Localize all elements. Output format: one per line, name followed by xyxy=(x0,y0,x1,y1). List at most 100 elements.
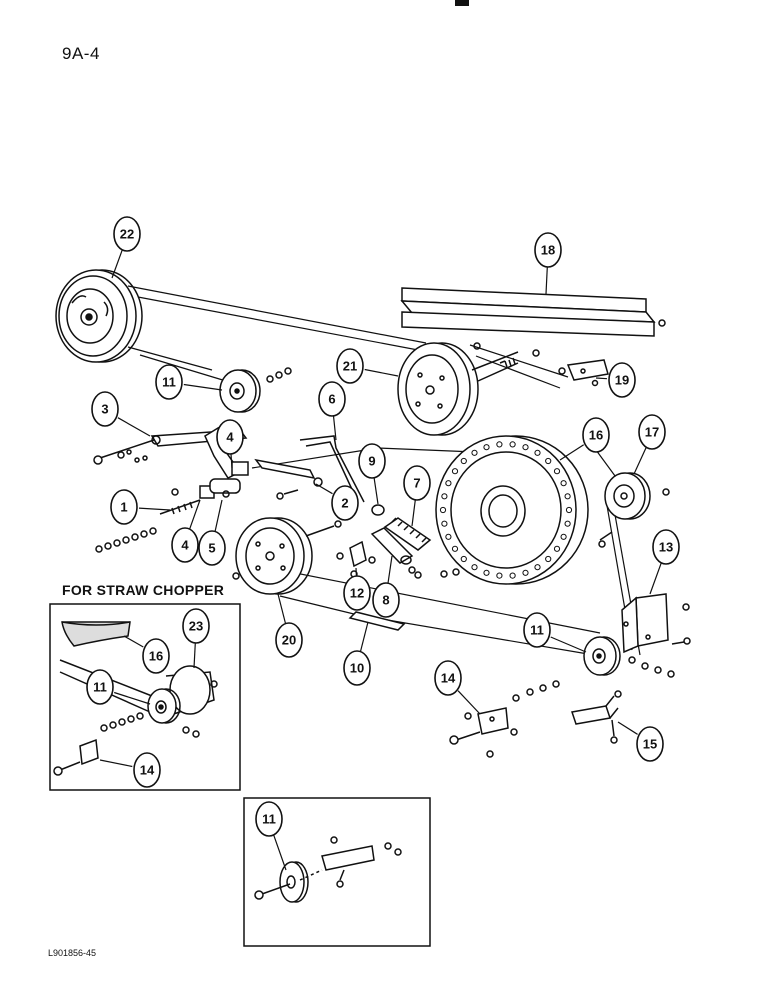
callout-label: 14 xyxy=(140,763,155,778)
bracket-15 xyxy=(571,690,622,744)
callout-11: 11 xyxy=(523,612,587,653)
callout-leader xyxy=(111,249,123,279)
sheave-hole xyxy=(445,480,452,487)
callout-bubble xyxy=(534,232,562,268)
callout-leader xyxy=(387,555,393,584)
lower-inset-idler xyxy=(254,836,402,903)
callout-leader xyxy=(595,377,608,380)
pulley-20 xyxy=(232,517,342,595)
sheave-hole xyxy=(565,506,573,514)
callout-bubble xyxy=(275,622,303,658)
callout-label: 11 xyxy=(93,680,107,695)
sheave-hole xyxy=(496,572,503,579)
callout-11: 11 xyxy=(86,669,151,705)
callout-bubble xyxy=(198,530,226,566)
sheave-hole xyxy=(534,449,541,456)
callout-leader xyxy=(457,690,481,715)
callout-label: 18 xyxy=(541,243,555,258)
callout-leader xyxy=(273,834,287,871)
callout-bubble xyxy=(331,485,359,521)
callout-3: 3 xyxy=(91,391,151,437)
callout-leader xyxy=(277,593,287,624)
callout-13: 13 xyxy=(649,529,680,595)
sheave-hole xyxy=(545,457,552,465)
page-number: 9A-4 xyxy=(62,44,100,63)
callout-leader xyxy=(411,499,416,527)
inset-straw-chopper xyxy=(53,621,218,776)
callout-bubble xyxy=(636,726,664,762)
rod-6 xyxy=(254,435,365,503)
callout-label: 16 xyxy=(589,428,603,443)
sheave-hole xyxy=(545,555,552,563)
callout-bubble xyxy=(318,381,346,417)
callout-bubble xyxy=(216,419,244,455)
callout-label: 6 xyxy=(328,392,335,407)
bracket-19 xyxy=(558,359,609,387)
spring-7 xyxy=(383,517,432,551)
callout-bubble xyxy=(182,608,210,644)
sheave-hole xyxy=(560,480,567,487)
bracket-12 xyxy=(336,540,376,578)
callout-15: 15 xyxy=(617,721,664,762)
callout-label: 4 xyxy=(226,430,234,445)
sheave-hole xyxy=(564,520,571,527)
callout-label: 14 xyxy=(441,671,456,686)
callout-label: 23 xyxy=(189,619,203,634)
callout-bubble xyxy=(652,529,680,565)
callout-bubble xyxy=(110,489,138,525)
idler-11-upper xyxy=(219,367,292,413)
callout-label: 22 xyxy=(120,227,134,242)
pulley-22 xyxy=(55,269,143,363)
callout-bubble xyxy=(582,417,610,453)
sheave-hole xyxy=(496,441,503,448)
callout-11: 11 xyxy=(155,364,223,400)
callout-label: 2 xyxy=(341,496,348,511)
sheave-hole xyxy=(471,564,478,571)
callout-23: 23 xyxy=(182,608,210,669)
callout-leader xyxy=(193,642,196,669)
callout-11: 11 xyxy=(255,801,287,871)
sheave-hole xyxy=(522,444,529,451)
bracket-14 xyxy=(449,680,560,758)
callout-leader xyxy=(117,417,151,437)
callout-bubble xyxy=(86,669,114,705)
callout-17: 17 xyxy=(633,414,666,475)
callout-leader xyxy=(649,562,662,595)
callout-bubble xyxy=(434,660,462,696)
callout-leader xyxy=(633,447,647,475)
callout-14: 14 xyxy=(434,660,481,715)
callout-leader xyxy=(373,477,379,505)
idler-11-right xyxy=(583,636,691,678)
sheave-hole xyxy=(483,444,490,451)
callout-leader xyxy=(559,444,585,461)
callout-leader xyxy=(315,483,333,495)
callout-leader xyxy=(99,759,133,768)
callout-6: 6 xyxy=(318,381,346,441)
sheave-hole xyxy=(439,506,447,514)
callout-label: 17 xyxy=(645,425,659,440)
callout-9: 9 xyxy=(358,443,386,505)
callout-bubble xyxy=(113,216,141,252)
sheave-hole xyxy=(441,520,448,527)
callout-label: 20 xyxy=(282,633,296,648)
callout-leader xyxy=(214,499,223,532)
callout-22: 22 xyxy=(111,216,141,279)
callout-label: 1 xyxy=(120,500,127,515)
callout-leader xyxy=(183,383,223,391)
callout-label: 3 xyxy=(101,402,108,417)
sheave-hole xyxy=(522,569,529,576)
callout-label: 12 xyxy=(350,586,364,601)
inset-frame xyxy=(49,603,241,791)
callout-16: 16 xyxy=(559,417,610,461)
sheave-hole xyxy=(553,468,561,475)
pulley-21 xyxy=(397,342,540,436)
shaft-10 xyxy=(348,611,406,631)
callout-bubble xyxy=(358,443,386,479)
sheave-hole xyxy=(534,564,541,571)
callout-2: 2 xyxy=(315,483,359,521)
callout-label: 16 xyxy=(149,649,163,664)
callout-label: 11 xyxy=(530,623,544,638)
